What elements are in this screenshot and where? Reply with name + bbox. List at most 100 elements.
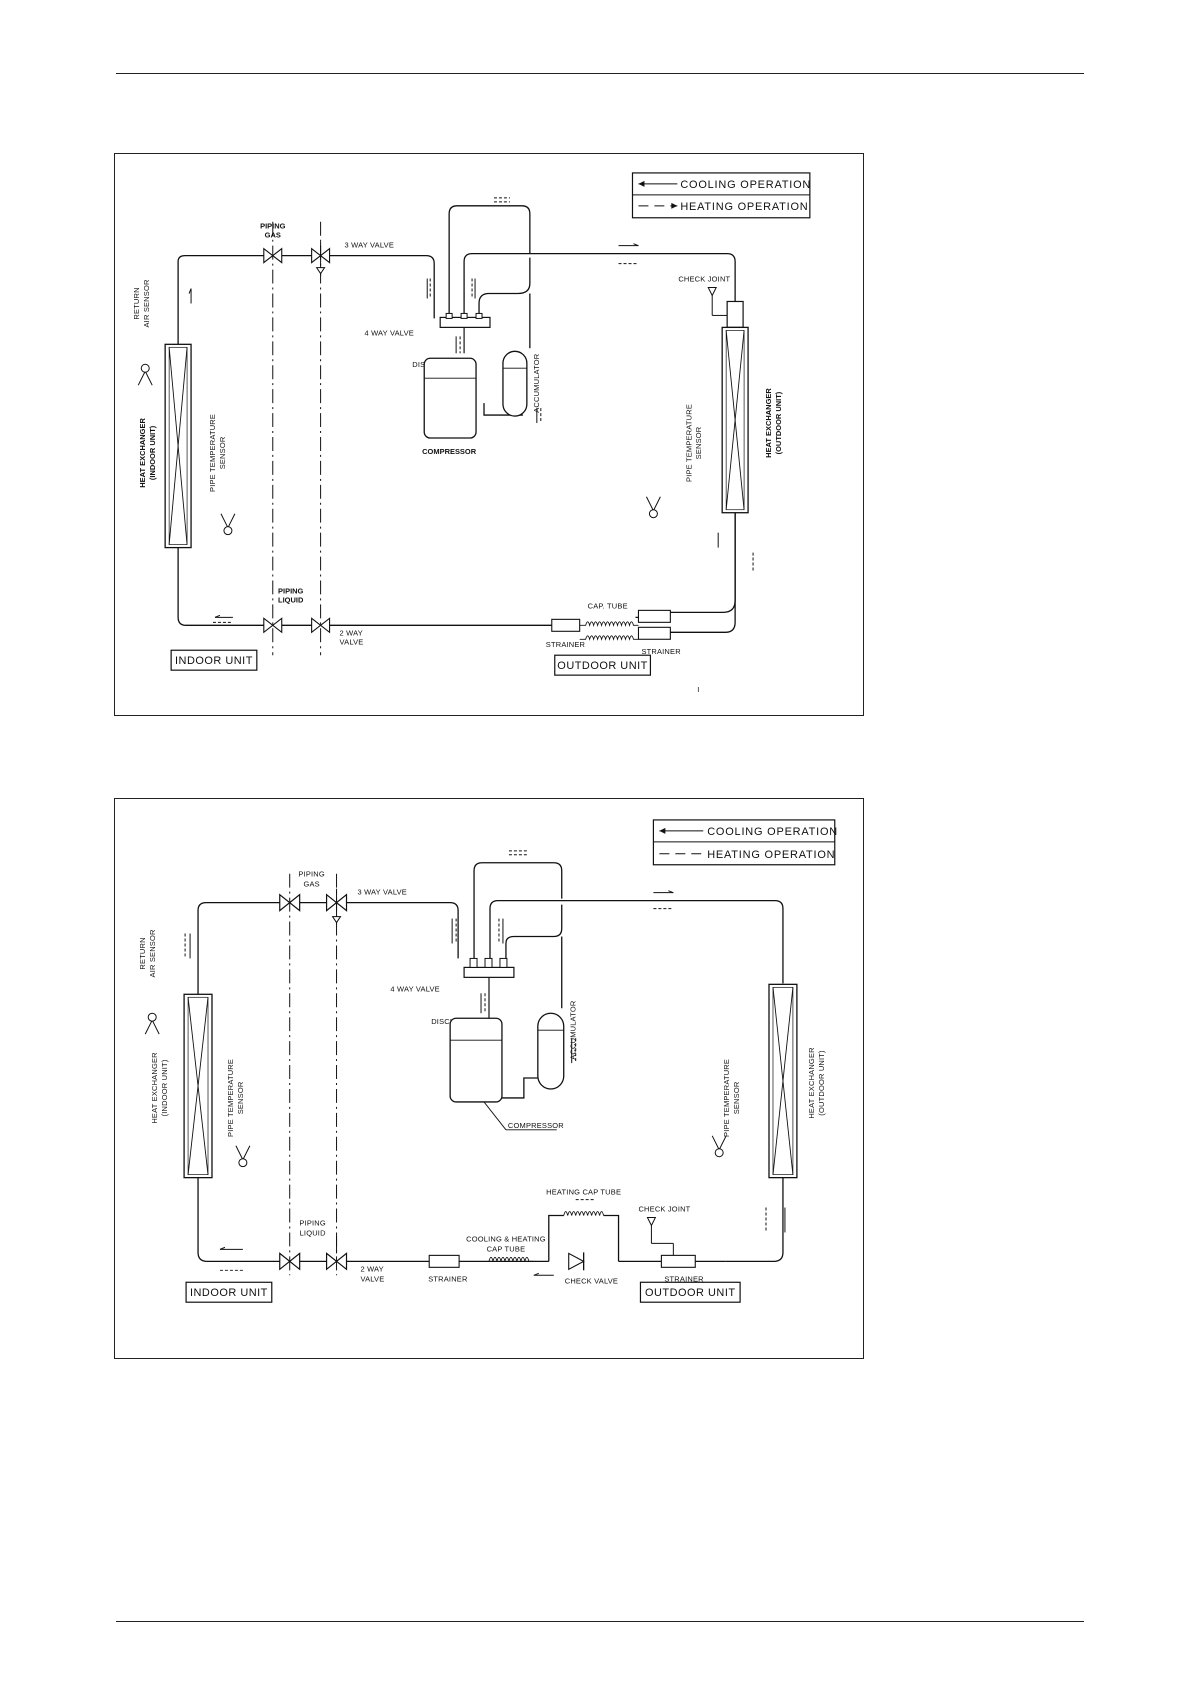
refrigerant-cycle-diagram-1: COOLING OPERATION HEATING OPERATION PIPI… bbox=[114, 153, 864, 716]
hex-indoor-label-1: HEAT EXCHANGER bbox=[138, 418, 147, 488]
four-way-valve-label: 4 WAY VALVE bbox=[364, 328, 414, 337]
outdoor-unit-box bbox=[639, 1281, 741, 1303]
piping-liquid-label-1: PIPING bbox=[299, 1218, 326, 1227]
heating-cap-tube-label: HEATING CAP TUBE bbox=[546, 1188, 621, 1197]
accumulator-label: ACCUMULATOR bbox=[532, 353, 541, 413]
legend-heating-label: HEATING OPERATION bbox=[680, 201, 808, 213]
cap-tube-label: CAP. TUBE bbox=[588, 601, 628, 610]
strainer-label-2: STRAINER bbox=[664, 1274, 704, 1283]
outdoor-liquid-pipe bbox=[635, 512, 736, 618]
piping-gas-label-1: PIPING bbox=[298, 870, 325, 879]
return-air-sensor-icon bbox=[144, 1012, 160, 1035]
heating-cap-tube-loop bbox=[548, 1214, 620, 1262]
legend-cooling-label: COOLING OPERATION bbox=[680, 179, 811, 191]
accumulator-pipe bbox=[505, 904, 563, 1009]
strainer-3 bbox=[637, 626, 671, 640]
strainer-1 bbox=[551, 618, 581, 632]
check-joint-fitting bbox=[726, 300, 744, 328]
pipe-temp-sensor-indoor-icon bbox=[220, 513, 236, 536]
piping-gas-label-2: GAS bbox=[265, 231, 281, 240]
pipe-temp-sensor-outdoor-icon bbox=[645, 496, 661, 519]
outdoor-unit-box bbox=[554, 654, 652, 676]
gas-pipe bbox=[197, 901, 459, 995]
three-way-valve-label: 3 WAY VALVE bbox=[357, 888, 407, 897]
pipe-temp-sensor-outdoor-label-1: PIPE TEMPERATURE bbox=[722, 1059, 731, 1137]
pipe-temp-sensor-indoor-icon bbox=[235, 1145, 251, 1168]
indoor-unit-label: INDOOR UNIT bbox=[190, 1287, 268, 1299]
strainer-label-2: STRAINER bbox=[641, 647, 681, 656]
compressor bbox=[449, 1017, 557, 1131]
discharge-loop bbox=[448, 205, 531, 319]
header-rule bbox=[116, 73, 1084, 74]
piping-liquid-label-2: LIQUID bbox=[278, 595, 304, 604]
check-joint-icon bbox=[707, 287, 728, 316]
liquid-pipe bbox=[177, 547, 552, 626]
indoor-unit-label: INDOOR UNIT bbox=[175, 655, 253, 667]
hex-outdoor-label-2: (OUTDOOR UNIT) bbox=[774, 391, 783, 454]
outdoor-liquid-pipe bbox=[725, 1177, 784, 1262]
outdoor-heat-exchanger bbox=[768, 983, 798, 1179]
pipe-temp-sensor-outdoor-label-2: SENSOR bbox=[732, 1081, 741, 1114]
return-air-sensor-label-2: AIR SENSOR bbox=[148, 929, 157, 977]
hex-indoor-label-2: (INDOOR UNIT) bbox=[148, 425, 157, 480]
cooling-heating-cap-tube-label-2: CAP TUBE bbox=[487, 1244, 526, 1253]
two-way-valve-label-2: VALVE bbox=[360, 1274, 384, 1283]
hex-outdoor-label-1: HEAT EXCHANGER bbox=[807, 1047, 816, 1119]
piping-gas-label-2: GAS bbox=[303, 880, 319, 889]
hex-outdoor-label-1: HEAT EXCHANGER bbox=[764, 388, 773, 458]
outdoor-suction-pipe bbox=[463, 252, 736, 319]
outdoor-unit-label: OUTDOOR UNIT bbox=[645, 1287, 736, 1299]
check-joint-label: CHECK JOINT bbox=[678, 275, 730, 284]
three-way-valve bbox=[311, 241, 331, 276]
pipe-temp-sensor-outdoor-label-2: SENSOR bbox=[694, 426, 703, 459]
accumulator-label: ACCUMULATOR bbox=[569, 1000, 578, 1060]
pipe-temp-sensor-outdoor-label-1: PIPE TEMPERATURE bbox=[684, 404, 693, 482]
cooling-heating-cap-tube-label-1: COOLING & HEATING bbox=[466, 1234, 546, 1243]
diagram-2-svg: COOLING OPERATION HEATING OPERATION PIPI… bbox=[138, 819, 838, 1303]
compressor-label: COMPRESSOR bbox=[422, 447, 477, 456]
indoor-unit-box bbox=[185, 1281, 273, 1303]
heating-cap-tube-coil bbox=[563, 1211, 605, 1216]
cap-tube-coil bbox=[579, 621, 639, 641]
strainer-label-1: STRAINER bbox=[546, 640, 586, 649]
liquid-pipe bbox=[197, 1177, 549, 1262]
piping-liquid-label-1: PIPING bbox=[278, 586, 304, 595]
four-way-valve-label: 4 WAY VALVE bbox=[390, 984, 440, 993]
legend-heating-label: HEATING OPERATION bbox=[707, 849, 835, 861]
indoor-unit-box bbox=[170, 649, 258, 671]
accumulator-pipe bbox=[478, 257, 531, 349]
outdoor-suction-pipe bbox=[489, 899, 784, 984]
refrigerant-cycle-diagram-2: COOLING OPERATION HEATING OPERATION PIPI… bbox=[114, 798, 864, 1359]
small-mark: I bbox=[697, 685, 699, 694]
two-way-valve-label-1: 2 WAY bbox=[360, 1264, 383, 1273]
check-joint-icon bbox=[646, 1217, 674, 1256]
indoor-heat-exchanger bbox=[183, 993, 213, 1179]
hex-indoor-label-1: HEAT EXCHANGER bbox=[150, 1052, 159, 1124]
footer-rule bbox=[116, 1621, 1084, 1622]
compressor bbox=[423, 357, 477, 439]
compressor-label: COMPRESSOR bbox=[508, 1121, 564, 1130]
strainer-2 bbox=[637, 609, 671, 623]
strainer-label-1: STRAINER bbox=[428, 1274, 468, 1283]
two-way-valve bbox=[325, 1236, 348, 1270]
four-way-valve bbox=[439, 312, 491, 354]
three-way-valve-label: 3 WAY VALVE bbox=[345, 241, 395, 250]
gas-pipe bbox=[177, 254, 435, 345]
return-air-sensor-label-2: AIR SENSOR bbox=[142, 279, 151, 327]
cooling-heating-cap-tube-coil bbox=[488, 1256, 534, 1262]
two-way-valve-label-2: VALVE bbox=[340, 637, 364, 646]
three-way-valve bbox=[325, 888, 348, 925]
accumulator bbox=[501, 1012, 565, 1099]
pipe-temp-sensor-indoor-label-1: PIPE TEMPERATURE bbox=[226, 1059, 235, 1137]
indoor-heat-exchanger bbox=[164, 343, 192, 549]
strainer-1 bbox=[428, 1254, 460, 1268]
accumulator bbox=[502, 350, 528, 417]
discharge-loop bbox=[473, 862, 563, 959]
legend: COOLING OPERATION HEATING OPERATION bbox=[652, 819, 838, 866]
check-valve bbox=[568, 1252, 585, 1271]
return-air-sensor-icon bbox=[137, 363, 153, 386]
four-way-valve bbox=[463, 957, 515, 1019]
legend-cooling-label: COOLING OPERATION bbox=[707, 826, 838, 838]
outdoor-liquid-pipe-2 bbox=[661, 512, 736, 633]
piping-liquid-label-2: LIQUID bbox=[300, 1228, 327, 1237]
